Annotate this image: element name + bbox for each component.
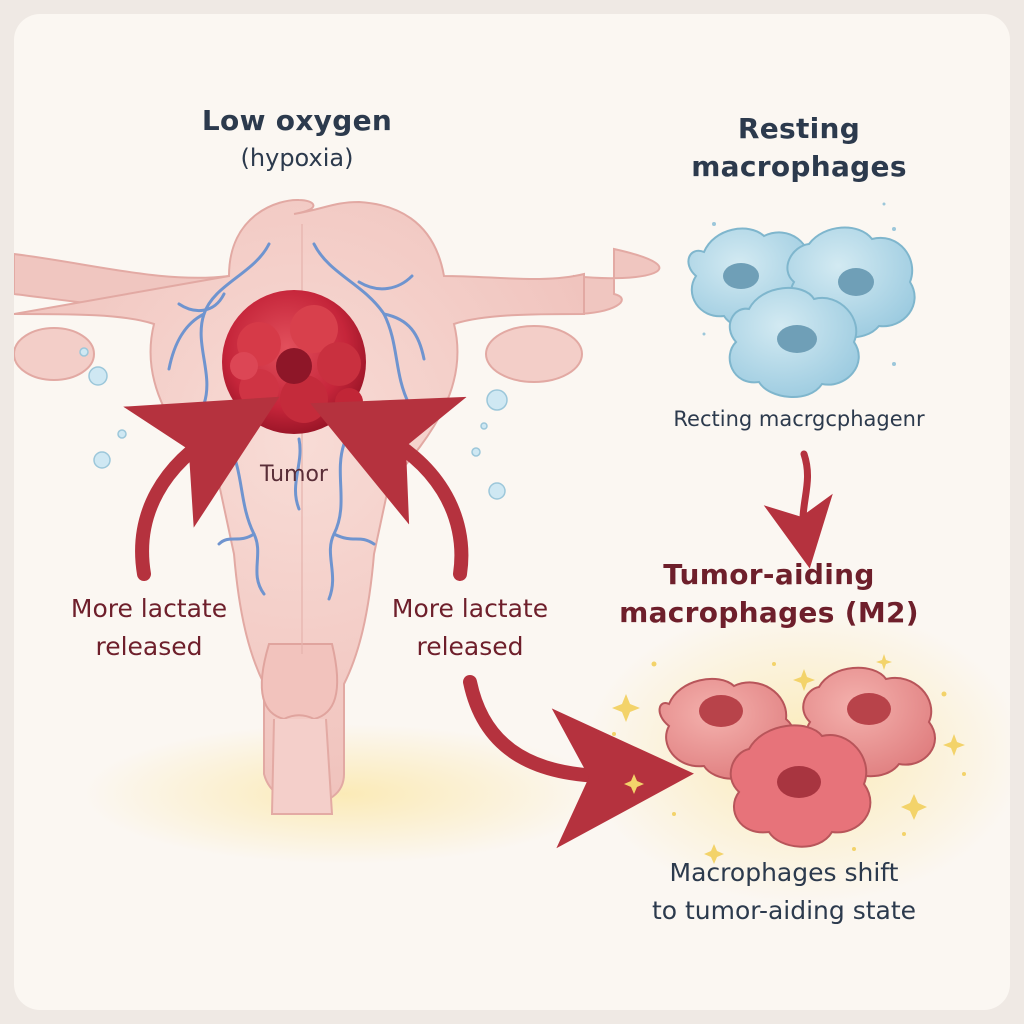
uterus-illustration	[14, 198, 661, 815]
arrow-to-m2	[463, 675, 694, 849]
label-lactate-left-1: More lactate	[70, 594, 228, 623]
resting-macrophage-cell	[728, 286, 860, 398]
label-lactate-left-2: released	[95, 632, 203, 661]
arrow-down	[763, 450, 833, 569]
label-resting-title-1: Resting	[737, 112, 861, 145]
label-tumor: Tumor	[260, 462, 328, 487]
label-m2-title-2: macrophages (M2)	[619, 596, 919, 629]
lactate-arrows	[123, 396, 694, 849]
label-lactate-right-1: More lactate	[391, 594, 549, 623]
label-resting-title-2: macrophages	[691, 150, 907, 183]
label-shift-1: Macrophages shift	[669, 858, 899, 887]
background-glow	[84, 724, 604, 864]
label-resting-caption: Recting macrgcphagenr	[673, 407, 925, 431]
tumor-mass	[222, 290, 366, 434]
label-shift-2: to tumor-aiding state	[651, 896, 917, 925]
diagram-canvas: Low oxygen (hypoxia) Resting macrophages…	[14, 14, 1010, 1010]
m2-macrophages	[658, 666, 936, 848]
arrow-left-to-tumor	[123, 396, 280, 581]
label-low-oxygen: Low oxygen	[201, 104, 393, 137]
label-m2-title-1: Tumor-aiding	[663, 558, 875, 591]
m2-macrophage-cell	[729, 724, 872, 848]
arrow-right-to-tumor	[310, 396, 469, 581]
blood-vessels	[167, 242, 426, 601]
sparkles	[612, 654, 966, 864]
label-lactate-right-2: released	[416, 632, 524, 661]
resting-macrophages	[687, 202, 916, 398]
bubbles	[79, 347, 508, 500]
label-hypoxia: (hypoxia)	[240, 144, 354, 172]
illustration	[14, 198, 1010, 904]
